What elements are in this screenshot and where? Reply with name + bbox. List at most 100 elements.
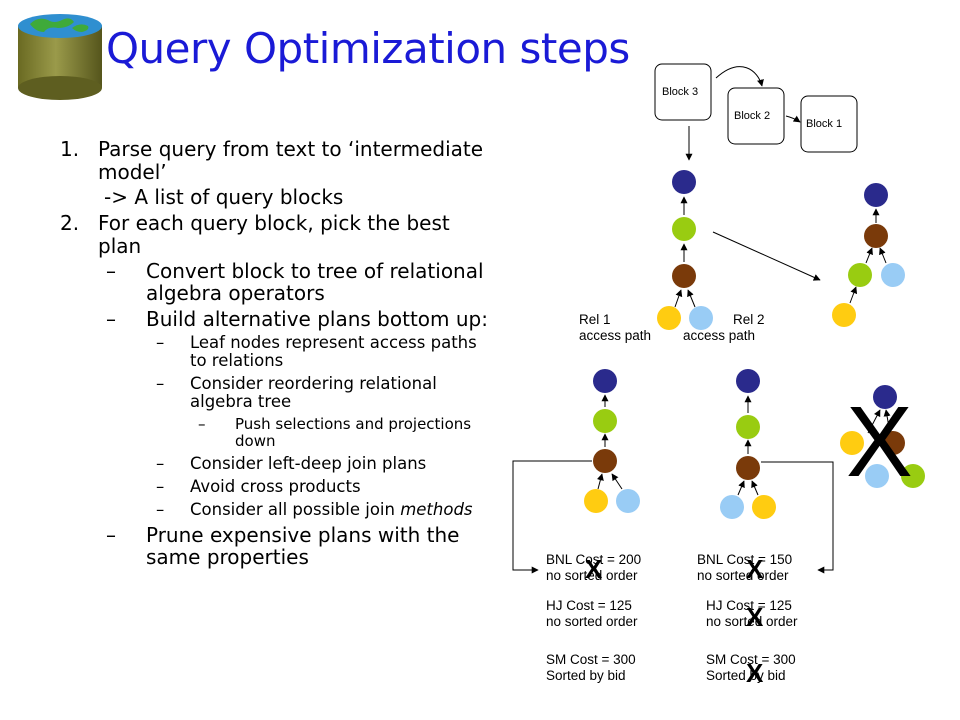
block-3-label: Block 3 — [662, 86, 699, 98]
right-sm-order: Sorted by bid — [706, 668, 786, 683]
left-bnl-order: no sorted order — [546, 568, 638, 583]
tree2-select-node — [848, 263, 872, 287]
tree3-join-node — [593, 449, 617, 473]
tree3-rel1-node — [584, 489, 608, 513]
right-cost-connector — [761, 461, 834, 574]
sub-avoid: – Avoid cross products — [60, 478, 490, 496]
sub-text: Consider reordering relational algebra t… — [190, 374, 437, 411]
tree4-join-node — [736, 456, 760, 480]
rel2-subtitle: access path — [683, 328, 756, 343]
block-3-to-2-arrow — [715, 66, 764, 87]
sub-join-methods: – Consider all possible join methods — [60, 501, 490, 519]
tree2-root-node — [864, 183, 888, 207]
rel1-subtitle: access path — [579, 328, 652, 343]
tree3-rel2-node — [616, 489, 640, 513]
sub-text: Leaf nodes represent access paths to rel… — [190, 333, 477, 370]
block-1-box — [800, 95, 858, 153]
tree2-join-node — [864, 224, 888, 248]
sub-reorder: – Consider reordering relational algebra … — [60, 375, 490, 411]
tree3-root-node — [593, 369, 617, 393]
sub-text: Consider all possible join — [190, 500, 401, 519]
left-hj-order: no sorted order — [546, 614, 638, 629]
block-2-box — [727, 87, 785, 145]
tree5-root-node — [873, 385, 897, 409]
sub-leaf: – Leaf nodes represent access paths to re… — [60, 334, 490, 370]
tree5-join-node — [881, 431, 905, 455]
dash: – — [106, 307, 116, 331]
right-sm-cost: SM Cost = 300 — [706, 652, 796, 667]
dash: – — [156, 333, 165, 352]
dash: – — [156, 477, 165, 496]
tree2-rel2-node — [881, 263, 905, 287]
sub-push: – Push selections and projections down — [60, 416, 490, 450]
dash: – — [156, 500, 165, 519]
dash: – — [156, 454, 165, 473]
right-bnl-cost: BNL Cost = 150 — [697, 552, 793, 567]
block-3-box — [654, 63, 712, 121]
left-cost-connector — [512, 460, 592, 574]
reject-x-right-bnl: X — [746, 554, 764, 584]
block-2-label: Block 2 — [734, 110, 771, 122]
step-number: 1. — [60, 137, 80, 161]
right-hj-cost: HJ Cost = 125 — [706, 598, 792, 613]
left-costs: BNL Cost = 200 no sorted order HJ Cost =… — [546, 552, 641, 684]
step-text: Parse query from text to ‘intermediate m… — [98, 137, 484, 184]
step-text: For each query block, pick the best plan — [98, 211, 450, 258]
reject-x-left-bnl: X — [585, 554, 603, 584]
page-title: Query Optimization steps — [106, 24, 630, 73]
step-number: 2. — [60, 211, 80, 235]
right-costs: BNL Cost = 150 no sorted order HJ Cost =… — [697, 552, 798, 684]
tree4-root-node — [736, 369, 760, 393]
tree3-select-node — [593, 409, 617, 433]
step-1-result: -> A list of query blocks — [104, 185, 344, 209]
tree4-select-node — [736, 415, 760, 439]
left-bnl-cost: BNL Cost = 200 — [546, 552, 642, 567]
sub-text: Prune expensive plans with the same prop… — [146, 523, 460, 569]
logo — [14, 12, 106, 102]
tree1-rel1-node — [657, 306, 681, 330]
sub-build: – Build alternative plans bottom up: — [60, 308, 490, 330]
tree5-rel2-node — [865, 464, 889, 488]
dash: – — [198, 415, 206, 433]
dash: – — [106, 259, 116, 283]
sub-text: Build alternative plans bottom up: — [146, 307, 488, 331]
sub-text: Push selections and projections down — [235, 415, 472, 450]
tree1-join-node — [672, 264, 696, 288]
sub-text: Avoid cross products — [190, 477, 361, 496]
rel2-label: Rel 2 access path — [683, 312, 765, 344]
sub-text-emphasis: methods — [400, 500, 473, 519]
dash: – — [106, 523, 116, 547]
tree4-rel2-node — [720, 495, 744, 519]
rel1-label: Rel 1 access path — [579, 312, 651, 344]
tree2-rel1-node — [832, 303, 856, 327]
tree5-select-node — [901, 464, 925, 488]
tree4-rel1-node — [752, 495, 776, 519]
block-1-label: Block 1 — [806, 118, 843, 130]
sub-text: Consider left-deep join plans — [190, 454, 427, 473]
transform-arrow — [712, 231, 821, 281]
rel1-title: Rel 1 — [579, 312, 611, 327]
tree1-select-node — [672, 217, 696, 241]
step-2: 2. For each query block, pick the best pl… — [60, 212, 490, 258]
left-sm-order: Sorted by bid — [546, 668, 626, 683]
reject-x-big: X — [846, 386, 913, 498]
tree5-rel1-node — [840, 431, 864, 455]
step-1: 1. Parse query from text to ‘intermediate… — [60, 138, 490, 184]
sub-text: Convert block to tree of relational alge… — [146, 259, 484, 305]
reject-x-right-hj: X — [746, 602, 764, 632]
dash: – — [156, 374, 165, 393]
left-hj-cost: HJ Cost = 125 — [546, 598, 632, 613]
sub-leftdeep: – Consider left-deep join plans — [60, 455, 490, 473]
right-hj-order: no sorted order — [706, 614, 798, 629]
database-globe-icon — [18, 14, 102, 100]
sub-prune: – Prune expensive plans with the same pro… — [60, 524, 490, 568]
tree1-root-node — [672, 170, 696, 194]
block-2-to-1-arrow — [785, 115, 801, 123]
reject-x-right-sm: X — [746, 658, 764, 688]
sub-convert: – Convert block to tree of relational alg… — [60, 260, 490, 304]
right-bnl-order: no sorted order — [697, 568, 789, 583]
tree1-rel2-node — [689, 306, 713, 330]
left-sm-cost: SM Cost = 300 — [546, 652, 636, 667]
bullet-list: 1. Parse query from text to ‘intermediate… — [60, 138, 490, 572]
